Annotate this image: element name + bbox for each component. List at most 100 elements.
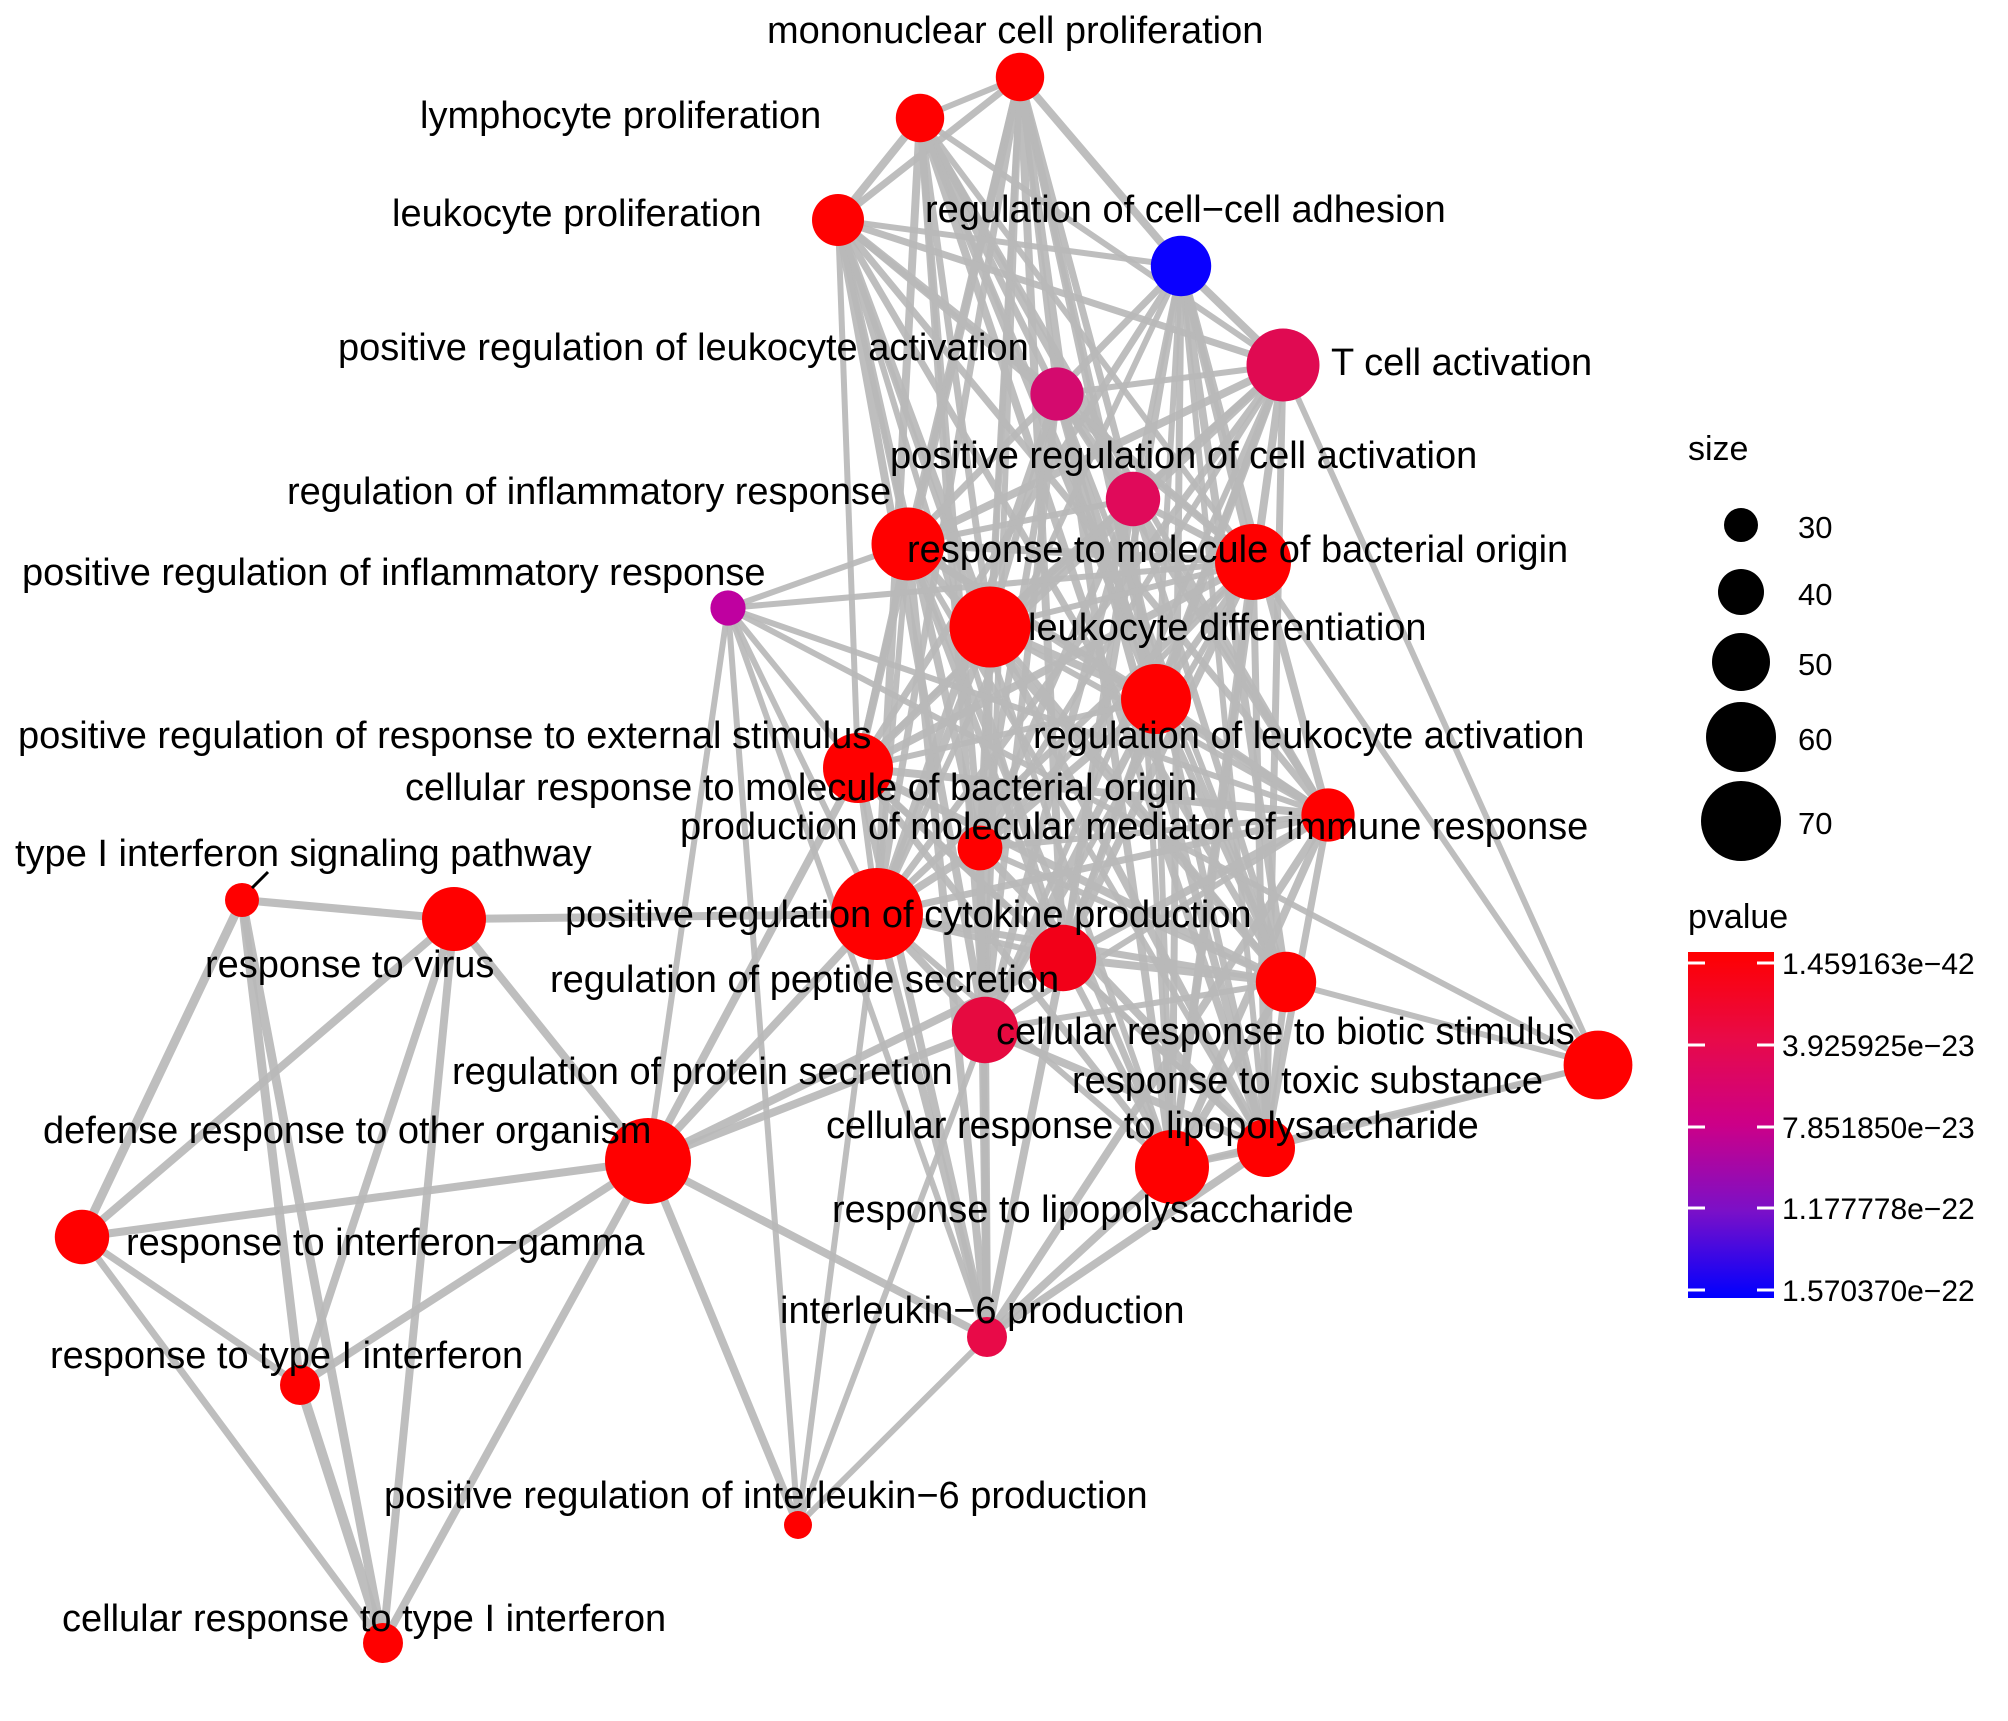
edge-rps-crbs — [1059, 954, 1290, 986]
edge-ccadh-crbs — [1177, 262, 1290, 986]
edge-ldiff-crbs — [987, 624, 1289, 985]
node-rir[interactable] — [871, 507, 945, 581]
pvalue-legend-title: pvalue — [1688, 898, 1788, 936]
node-rlps[interactable] — [1135, 1130, 1209, 1204]
edge-prir-rtox — [725, 605, 1601, 1068]
node-crmbo[interactable] — [1301, 788, 1355, 842]
edge-prla-rmbo — [1054, 391, 1256, 565]
node-ccadh[interactable] — [1150, 235, 1212, 297]
edge-dro-rps — [644, 954, 1067, 1165]
edge-mono-ccadh — [1016, 73, 1185, 270]
pvalue-tick-label: 1.459163e−42 — [1782, 948, 1975, 981]
size-legend-dot — [1712, 633, 1770, 691]
node-prla[interactable] — [1030, 367, 1084, 421]
edge-rir-rmbo — [904, 540, 1257, 566]
label-rvirus: response to virus — [205, 944, 494, 986]
node-pril6[interactable] — [784, 1511, 812, 1539]
edge-rps-rlps — [1059, 954, 1176, 1171]
node-leukprol[interactable] — [812, 194, 864, 246]
edge-prla-crlps — [1053, 390, 1270, 1152]
edge-rifng-crti — [78, 1233, 387, 1647]
edge-rti-crti — [295, 1380, 388, 1648]
edge-prir-dro — [645, 605, 731, 1164]
node-lymph[interactable] — [895, 93, 945, 143]
edge-rvirus-rifng — [78, 915, 458, 1241]
label-prcp: positive regulation of cytokine producti… — [565, 894, 1252, 936]
label-ccadh: regulation of cell−cell adhesion — [925, 189, 1446, 231]
edge-tisp-rti — [237, 895, 305, 1390]
node-rmbo[interactable] — [1215, 524, 1291, 600]
edge-il6-crlps — [983, 1144, 1270, 1341]
edge-dro-pril6 — [644, 1157, 802, 1529]
network-nodes — [54, 52, 1633, 1663]
node-crbs[interactable] — [1255, 951, 1317, 1013]
pvalue-tick-label: 1.570370e−22 — [1782, 1275, 1975, 1308]
node-tisp[interactable] — [225, 883, 259, 917]
node-il6[interactable] — [967, 1317, 1007, 1357]
edge-dro-prres — [644, 764, 862, 1165]
edge-rmbo-pmmir — [977, 559, 1256, 851]
edge-rtox-crbs — [1283, 979, 1601, 1068]
label-rps: regulation of peptide secretion — [550, 959, 1059, 1001]
label-dro: defense response to other organism — [43, 1110, 651, 1152]
node-tcell[interactable] — [1246, 328, 1320, 402]
node-crti[interactable] — [363, 1623, 403, 1663]
node-rprot[interactable] — [951, 996, 1019, 1064]
size-legend-label: 30 — [1798, 510, 1832, 545]
node-mono[interactable] — [995, 52, 1045, 102]
edge-rvirus-crti — [379, 915, 458, 1647]
node-prca[interactable] — [1105, 471, 1161, 527]
label-crmbo: cellular response to molecule of bacteri… — [405, 767, 1197, 809]
size-legend-label: 60 — [1798, 722, 1832, 757]
edge-pril6-prcp — [795, 911, 880, 1528]
node-rps[interactable] — [1029, 924, 1097, 992]
label-lymph: lymphocyte proliferation — [420, 95, 821, 137]
node-rtox[interactable] — [1563, 1030, 1633, 1100]
size-legend-label: 70 — [1798, 806, 1832, 841]
edge-prca-rir — [905, 496, 1136, 547]
node-prres[interactable] — [823, 733, 893, 803]
size-legend-label: 40 — [1798, 577, 1832, 612]
edge-prres-crmbo — [854, 764, 1332, 819]
node-prir[interactable] — [710, 590, 746, 626]
label-leukprol: leukocyte proliferation — [392, 193, 762, 235]
label-rlps: response to lipopolysaccharide — [832, 1189, 1354, 1231]
edge-rla-pmmir — [976, 695, 1160, 852]
edge-il6-rprot — [981, 1026, 991, 1341]
network-labels: mononuclear cell proliferation lymphocyte… — [15, 10, 1592, 1640]
node-crlps[interactable] — [1237, 1119, 1295, 1177]
edge-prres-rlps — [854, 764, 1176, 1171]
edge-rifng-rti — [78, 1233, 304, 1389]
node-rla[interactable] — [1121, 664, 1191, 734]
edge-prir-prcp — [725, 605, 880, 917]
node-rifng[interactable] — [54, 1209, 110, 1265]
edge-crmbo-rlps — [1168, 811, 1332, 1171]
node-pmmir[interactable] — [957, 825, 1003, 871]
edge-pril6-il6 — [795, 1334, 990, 1528]
edge-crbs-rprot — [982, 979, 1289, 1033]
edge-tcell-prcp — [873, 361, 1287, 918]
node-ldiff[interactable] — [949, 586, 1031, 668]
node-rti[interactable] — [280, 1365, 320, 1405]
network-edges — [77, 73, 1601, 1648]
pvalue-ticks: 1.459163e−423.925925e−237.851850e−231.17… — [1688, 948, 1975, 1308]
label-rti: response to type I interferon — [50, 1335, 523, 1377]
node-dro[interactable] — [605, 1118, 691, 1204]
node-prcp[interactable] — [831, 868, 923, 960]
edge-lymph-ldiff — [916, 114, 994, 631]
edge-rvirus-rti — [296, 915, 458, 1389]
edge-prir-il6 — [725, 605, 990, 1340]
edge-prir-pril6 — [725, 605, 801, 1528]
edge-prres-crbs — [854, 764, 1290, 986]
edge-prca-crmbo — [1129, 495, 1332, 819]
edge-dro-rti — [296, 1157, 652, 1389]
label-pril6: positive regulation of interleukin−6 pro… — [384, 1475, 1148, 1517]
label-il6: interleukin−6 production — [780, 1290, 1185, 1332]
node-rvirus[interactable] — [422, 887, 486, 951]
edge-rir-prcp — [874, 541, 911, 917]
edge-il6-rps — [983, 954, 1067, 1341]
label-rifng: response to interferon−gamma — [126, 1222, 645, 1264]
label-mono: mononuclear cell proliferation — [767, 10, 1263, 52]
label-crti: cellular response to type I interferon — [62, 1598, 666, 1640]
